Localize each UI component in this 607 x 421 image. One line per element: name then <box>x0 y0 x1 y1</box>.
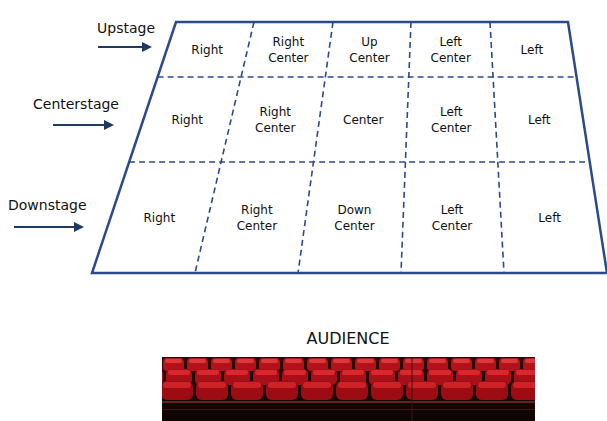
stage-area: Left <box>504 164 595 271</box>
column-divider <box>195 22 254 273</box>
area-label: Right <box>171 112 203 128</box>
area-label: Right Center <box>261 34 315 66</box>
area-label: Left <box>528 112 551 128</box>
stage-area: Right <box>146 79 228 160</box>
stage-area: Left Center <box>406 164 498 271</box>
area-label: Left Center <box>425 202 479 234</box>
pointer-arrow <box>14 226 82 228</box>
stage-area: Left <box>495 24 570 75</box>
seats-illustration <box>162 357 535 421</box>
area-label: Left <box>538 210 561 226</box>
area-label: Right <box>143 210 175 226</box>
row-divider <box>129 161 590 163</box>
stage-area: Right Center <box>211 164 303 271</box>
stage-row-label: Upstage <box>97 19 155 37</box>
area-label: Center <box>343 112 383 128</box>
area-label: Left <box>521 42 544 58</box>
stage-area: Left Center <box>410 79 492 160</box>
area-label: Right Center <box>248 104 302 136</box>
stage-area: Up Center <box>332 24 407 75</box>
stage-area: Right <box>170 24 245 75</box>
stage-row-label: Downstage <box>8 196 87 214</box>
area-label: Right <box>191 42 223 58</box>
stage-area: Down Center <box>309 164 400 271</box>
area-label: Right Center <box>230 202 284 234</box>
pointer-arrow <box>53 124 112 126</box>
stage-area: Right Center <box>251 24 327 75</box>
stage-area: Right <box>114 164 205 271</box>
stage-row-label: Centerstage <box>33 95 119 113</box>
area-label: Left Center <box>424 104 478 136</box>
area-label: Up Center <box>343 34 397 66</box>
row-divider <box>158 76 577 78</box>
column-divider <box>401 22 411 273</box>
area-label: Down Center <box>327 202 381 234</box>
area-label: Left Center <box>424 34 478 66</box>
audience-label: AUDIENCE <box>306 330 389 348</box>
stage-outline <box>92 22 607 273</box>
stage-area: Center <box>322 79 404 160</box>
stage-area: Left Center <box>413 24 489 75</box>
pointer-arrow <box>98 46 150 48</box>
stage-area: Right Center <box>234 79 316 160</box>
stage-area: Left <box>498 79 580 160</box>
column-divider <box>490 22 504 273</box>
